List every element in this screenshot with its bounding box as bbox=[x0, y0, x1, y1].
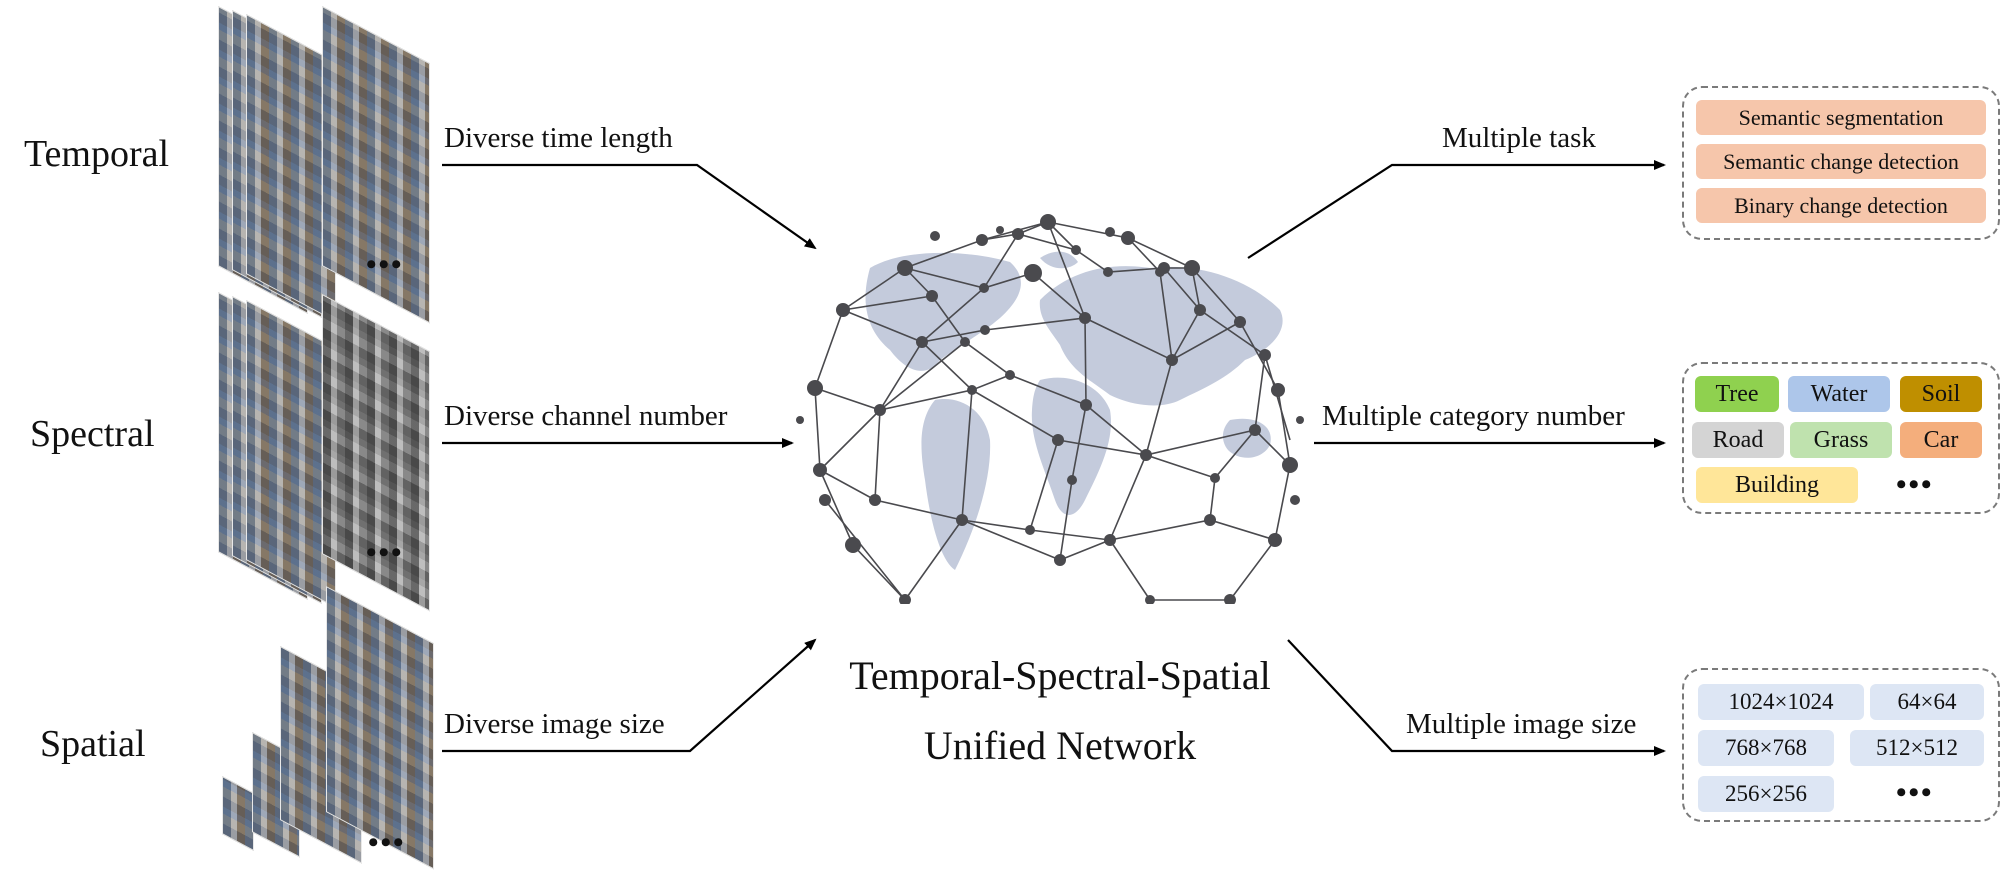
size-512: 512×512 bbox=[1850, 730, 1984, 766]
size-768: 768×768 bbox=[1698, 730, 1834, 766]
task-panel bbox=[1682, 86, 2000, 240]
multiple-size-label: Multiple image size bbox=[1406, 708, 1637, 740]
image-size-panel bbox=[1682, 668, 2000, 822]
spectral-ellipsis: ••• bbox=[366, 536, 404, 569]
temporal-arrow bbox=[442, 163, 817, 250]
category-tree: Tree bbox=[1695, 376, 1779, 412]
task-binary-change-detection: Binary change detection bbox=[1696, 188, 1986, 223]
category-road: Road bbox=[1692, 422, 1784, 458]
size-64: 64×64 bbox=[1870, 684, 1984, 720]
size-1024: 1024×1024 bbox=[1698, 684, 1864, 720]
category-soil: Soil bbox=[1900, 376, 1982, 412]
globe-icon bbox=[796, 214, 1304, 604]
multiple-category-label: Multiple category number bbox=[1322, 400, 1625, 432]
globe-network-nodes bbox=[796, 214, 1304, 604]
task-semantic-segmentation: Semantic segmentation bbox=[1696, 100, 1986, 135]
size-arrow bbox=[1287, 639, 1666, 756]
task-semantic-change-detection: Semantic change detection bbox=[1696, 144, 1986, 179]
network-title-line2: Unified Network bbox=[923, 723, 1197, 768]
category-car: Car bbox=[1900, 422, 1982, 458]
spatial-label: Spatial bbox=[40, 723, 146, 765]
category-panel bbox=[1682, 362, 2000, 514]
category-ellipsis: ••• bbox=[1896, 468, 1934, 501]
multiple-task-label: Multiple task bbox=[1442, 122, 1596, 154]
spatial-ellipsis: ••• bbox=[368, 826, 406, 859]
category-water: Water bbox=[1788, 376, 1890, 412]
category-building: Building bbox=[1696, 467, 1858, 503]
task-arrow bbox=[1247, 160, 1666, 259]
size-256: 256×256 bbox=[1698, 776, 1834, 812]
network-title-line1: Temporal-Spectral-Spatial bbox=[849, 653, 1271, 698]
time-length-label: Diverse time length bbox=[444, 122, 673, 154]
spectral-label: Spectral bbox=[30, 413, 155, 455]
channel-number-label: Diverse channel number bbox=[444, 400, 728, 432]
temporal-label: Temporal bbox=[24, 133, 170, 175]
temporal-ellipsis: ••• bbox=[366, 248, 404, 281]
size-ellipsis: ••• bbox=[1896, 776, 1934, 809]
image-size-label: Diverse image size bbox=[444, 708, 665, 740]
category-grass: Grass bbox=[1790, 422, 1892, 458]
spatial-arrow bbox=[442, 638, 817, 753]
